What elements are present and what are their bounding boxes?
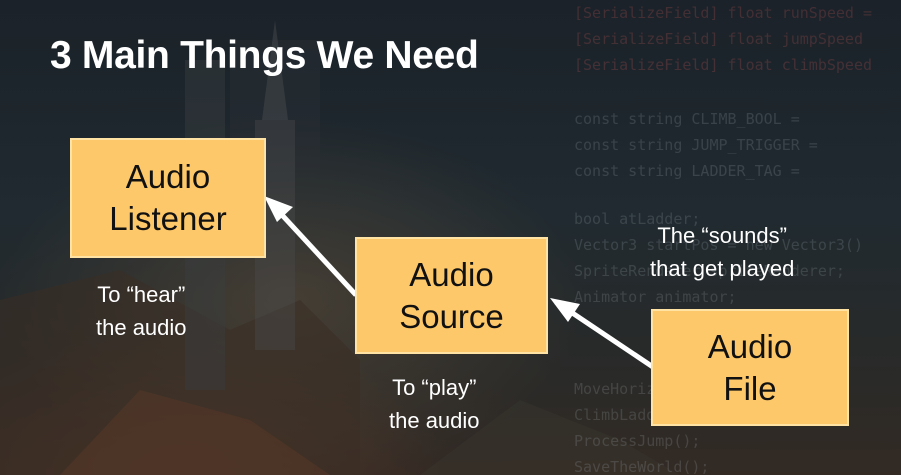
caption-line: To “hear” [97, 282, 186, 307]
code-line: const string CLIMB_BOOL = [574, 110, 800, 128]
arrow-source-to-listener [268, 200, 358, 297]
code-line: const string JUMP_TRIGGER = [574, 136, 818, 154]
slide-title: 3 Main Things We Need [50, 34, 479, 77]
arrowhead-source [550, 298, 580, 322]
caption-line: To “play” [392, 375, 477, 400]
node-label: Audio [707, 327, 793, 365]
file-caption: The “sounds” that get played [650, 219, 794, 285]
code-line: bool atLadder; [574, 210, 701, 228]
code-line: ProcessJump(); [574, 432, 701, 450]
code-line: SaveTheWorld(); [574, 458, 710, 475]
code-line: SpriteRenderer spriteRenderer; [574, 262, 845, 280]
node-label: File [723, 369, 777, 407]
code-line: [SerializeField] float jumpSpeed [574, 30, 863, 48]
code-line: Animator animator; [574, 288, 737, 306]
node-label: Audio [409, 255, 494, 293]
listener-caption: To “hear” the audio [96, 278, 187, 344]
code-line: Vector3 startPos = new Vector3() [574, 236, 863, 254]
arrowhead-listener [264, 196, 293, 222]
node-label: Listener [109, 200, 227, 237]
code-line: [SerializeField] float runSpeed = [574, 4, 873, 22]
code-line: [SerializeField] float climbSpeed [574, 56, 873, 74]
node-label: Source [399, 297, 504, 335]
caption-line: The “sounds” [657, 223, 787, 248]
source-caption: To “play” the audio [389, 371, 480, 437]
audio-listener-box: Audio Listener [70, 138, 266, 258]
caption-line: the audio [389, 408, 480, 433]
code-line: const string LADDER_TAG = [574, 162, 800, 180]
caption-line: that get played [650, 256, 795, 281]
audio-file-box: Audio File [651, 309, 849, 426]
background-code: [SerializeField] float runSpeed = [Seria… [574, 0, 901, 475]
audio-source-box: Audio Source [355, 237, 548, 354]
caption-line: the audio [96, 315, 187, 340]
node-label: Audio [125, 158, 211, 195]
